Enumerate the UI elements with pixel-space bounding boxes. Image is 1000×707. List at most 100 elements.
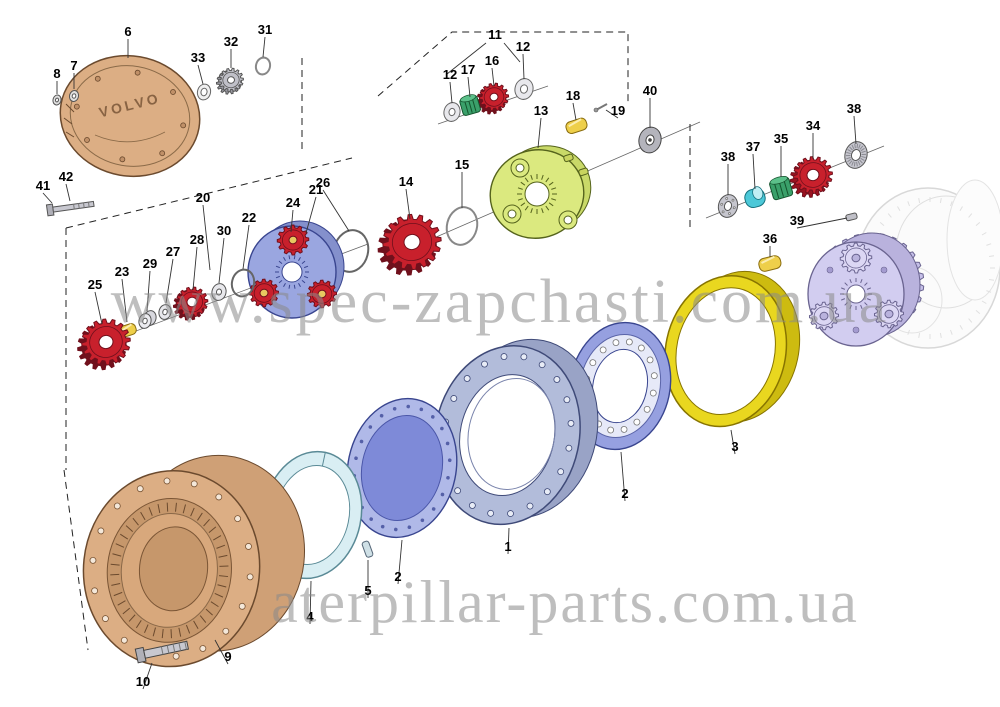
planet-gear [306, 279, 338, 309]
callout-23: 23 [115, 264, 129, 279]
drum-splines [110, 502, 229, 639]
callout-leader-16 [491, 67, 495, 87]
callout-24: 24 [286, 195, 301, 210]
callout-5: 5 [364, 583, 371, 598]
part-18-pin [565, 117, 588, 134]
callout-leader-4 [309, 580, 312, 625]
callout-27: 27 [166, 244, 180, 259]
callout-leader-42 [65, 183, 71, 202]
part-5-pin [361, 540, 374, 558]
callout-leader-22 [242, 224, 250, 270]
part-right-carrier [807, 232, 925, 347]
callout-25: 25 [88, 277, 102, 292]
callout-leader-25 [94, 291, 103, 325]
part-2-disc [346, 397, 458, 539]
spline-hole [840, 278, 872, 310]
callout-33: 33 [191, 50, 205, 65]
callout-37: 37 [746, 139, 760, 154]
planet-gear [248, 278, 280, 308]
callout-7: 7 [70, 58, 77, 73]
part-6-cover: VOLVO [59, 54, 201, 178]
washer-hatch [845, 143, 867, 167]
callout-2: 2 [394, 569, 401, 584]
section-boundaries [63, 31, 691, 651]
callout-42: 42 [59, 169, 73, 184]
callout-leader-37 [752, 153, 756, 190]
part-9-drum [82, 454, 306, 668]
callout-leader-19 [605, 109, 619, 119]
callout-41: 41 [36, 178, 50, 193]
part-32-gear [215, 67, 244, 95]
callout-leader-2 [397, 539, 403, 585]
part-38-washer-b [844, 141, 868, 169]
callout-22: 22 [242, 210, 256, 225]
part-22-ring [230, 268, 256, 298]
part-19-pin [593, 103, 608, 113]
callout-1: 1 [504, 539, 511, 554]
callout-leader-41 [42, 192, 53, 204]
part-33-ring [196, 83, 212, 101]
callout-leader-14 [405, 188, 411, 220]
callout-13: 13 [534, 103, 548, 118]
callout-leader-11 [503, 42, 521, 63]
planet-gear [808, 301, 840, 331]
callout-leader-23 [121, 278, 128, 323]
callout-leader-12 [522, 53, 525, 80]
part-12-washer-a [443, 102, 461, 122]
callout-12: 12 [443, 67, 457, 82]
callout-leader-28 [192, 246, 198, 291]
callout-35: 35 [774, 131, 788, 146]
callout-29: 29 [143, 256, 157, 271]
drum-bolt-holes [89, 477, 254, 660]
callout-18: 18 [566, 88, 580, 103]
callout-34: 34 [806, 118, 821, 133]
callout-2: 2 [621, 486, 628, 501]
part-29-washer [138, 310, 157, 329]
callout-leader-26 [322, 189, 350, 232]
callout-leader-13 [537, 117, 542, 149]
callout-leader-3 [730, 429, 736, 455]
part-40-washer [638, 126, 662, 154]
callout-leader-20 [202, 204, 211, 271]
callout-leader-18 [572, 102, 577, 121]
callout-31: 31 [258, 22, 272, 37]
part-13-carrier [489, 145, 592, 239]
part-41-42-bolt [45, 200, 95, 217]
planet-gear [276, 224, 310, 256]
callout-leader-1 [507, 527, 510, 555]
callout-leader-21 [305, 196, 317, 234]
part-24-carrier [247, 220, 345, 319]
callout-leader-30 [218, 237, 225, 284]
callout-20: 20 [196, 190, 210, 205]
part-3-ring [664, 270, 801, 428]
callout-leader-33 [197, 64, 204, 85]
callout-leader-17 [467, 76, 471, 98]
part-14-gear [377, 213, 442, 276]
part-17-bearing [459, 94, 481, 116]
part-7-washer [68, 90, 80, 102]
callout-17: 17 [461, 62, 475, 77]
callout-30: 30 [217, 223, 231, 238]
spline-hole [275, 255, 309, 289]
callouts: 6873332314142202728302224212625232911121… [36, 22, 861, 690]
callout-4: 4 [306, 609, 314, 624]
spline-hole [517, 174, 557, 214]
callout-leader-2 [620, 451, 626, 502]
part-8-washer [52, 94, 62, 106]
part-12-washer-b [514, 78, 534, 100]
callout-12: 12 [516, 39, 530, 54]
callout-19: 19 [611, 103, 625, 118]
callout-leader-12 [449, 81, 453, 104]
part-38-washer-a [717, 194, 739, 218]
callout-leader-11 [446, 42, 487, 75]
part-30-washer [211, 283, 227, 301]
callout-40: 40 [643, 83, 657, 98]
callout-6: 6 [124, 24, 131, 39]
callout-36: 36 [763, 231, 777, 246]
callout-10: 10 [136, 674, 150, 689]
callout-16: 16 [485, 53, 499, 68]
callout-14: 14 [399, 174, 414, 189]
callout-21: 21 [309, 182, 323, 197]
